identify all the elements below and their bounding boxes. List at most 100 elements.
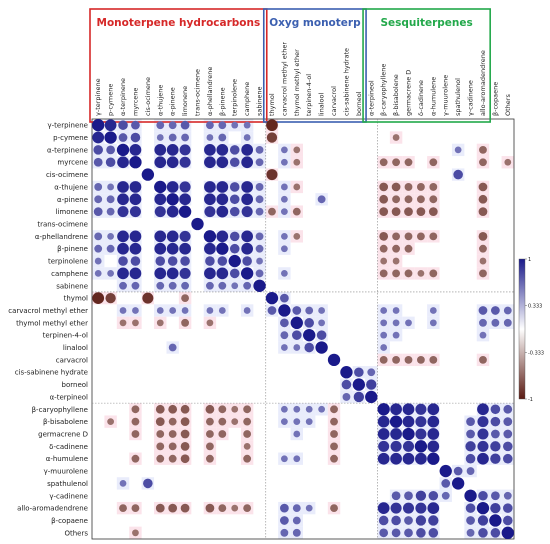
negative-correlation-circle <box>119 319 127 327</box>
positive-correlation-circle <box>129 181 142 193</box>
positive-correlation-circle <box>107 232 115 240</box>
positive-correlation-circle <box>503 429 513 439</box>
row-label: γ-muurolene <box>44 468 88 476</box>
positive-correlation-circle <box>405 319 412 327</box>
positive-correlation-circle <box>316 330 327 340</box>
positive-correlation-circle <box>204 242 216 255</box>
row-label: γ-terpinene <box>48 122 88 130</box>
negative-correlation-circle <box>119 504 127 513</box>
positive-correlation-circle <box>131 281 140 290</box>
positive-correlation-circle <box>280 208 288 216</box>
positive-correlation-circle <box>93 157 103 167</box>
diagonal-circle <box>278 304 291 317</box>
positive-correlation-circle <box>218 121 227 130</box>
negative-correlation-circle <box>268 207 276 216</box>
positive-correlation-circle <box>465 503 476 513</box>
positive-correlation-circle <box>166 156 179 169</box>
positive-correlation-circle <box>292 516 301 525</box>
diagonal-circle <box>427 452 440 465</box>
negative-correlation-circle <box>478 231 488 241</box>
negative-correlation-circle <box>218 504 227 513</box>
positive-correlation-circle <box>156 307 164 314</box>
negative-correlation-circle <box>504 158 512 166</box>
negative-correlation-circle <box>155 404 165 414</box>
positive-correlation-circle <box>204 206 216 218</box>
positive-correlation-circle <box>490 404 501 415</box>
positive-correlation-circle <box>241 193 254 206</box>
positive-correlation-circle <box>119 281 127 290</box>
negative-correlation-circle <box>392 158 400 167</box>
positive-correlation-circle <box>143 478 153 489</box>
negative-correlation-circle <box>379 158 388 167</box>
column-label: spathulenol <box>454 78 462 116</box>
positive-correlation-circle <box>304 318 314 328</box>
positive-correlation-circle <box>427 502 440 514</box>
positive-correlation-circle <box>117 242 129 255</box>
negative-correlation-circle <box>479 269 487 278</box>
positive-correlation-circle <box>229 243 240 254</box>
negative-correlation-circle <box>479 244 487 253</box>
positive-correlation-circle <box>267 306 277 315</box>
row-label: α-thujene <box>54 183 88 191</box>
positive-correlation-circle <box>402 440 415 452</box>
positive-correlation-circle <box>280 418 288 426</box>
column-label: Others <box>504 94 512 116</box>
group-title: Monoterpene hydrocarbons <box>97 17 261 29</box>
negative-correlation-circle <box>391 182 401 192</box>
positive-correlation-circle <box>454 146 462 154</box>
positive-correlation-circle <box>280 516 289 525</box>
positive-correlation-circle <box>402 415 415 428</box>
negative-correlation-circle <box>243 417 252 426</box>
negative-correlation-circle <box>92 292 105 304</box>
positive-correlation-circle <box>378 440 390 452</box>
positive-correlation-circle <box>503 318 512 327</box>
positive-correlation-circle <box>293 418 301 426</box>
row-label: β-copaene <box>51 517 88 525</box>
positive-correlation-circle <box>204 193 216 206</box>
negative-correlation-circle <box>404 355 413 364</box>
positive-correlation-circle <box>169 307 177 314</box>
matrix-frame <box>91 118 515 540</box>
positive-correlation-circle <box>180 256 190 266</box>
negative-correlation-circle <box>131 504 140 513</box>
negative-correlation-circle <box>404 207 413 217</box>
negative-correlation-circle <box>479 257 487 265</box>
diagonal-circle <box>476 501 490 515</box>
positive-correlation-circle <box>378 515 389 526</box>
row-label: β-pinene <box>57 245 88 253</box>
negative-correlation-circle <box>479 355 487 364</box>
negative-correlation-circle <box>243 454 252 463</box>
negative-correlation-circle <box>156 430 165 438</box>
diagonal-circle <box>216 242 229 255</box>
negative-correlation-circle <box>478 194 488 204</box>
column-label: germacrene D <box>405 70 413 116</box>
positive-correlation-circle <box>117 193 129 206</box>
group-title: Oxyg monoterp <box>269 17 361 29</box>
positive-correlation-circle <box>166 181 179 193</box>
column-label: γ-terpinene <box>94 78 102 116</box>
positive-correlation-circle <box>156 134 164 141</box>
row-label: carvacrol methyl ether <box>8 307 88 315</box>
column-label: α-terpineol <box>367 80 375 116</box>
positive-correlation-circle <box>179 156 191 168</box>
positive-correlation-circle <box>429 319 437 327</box>
positive-correlation-circle <box>402 502 415 514</box>
diagonal-circle <box>191 217 204 231</box>
positive-correlation-circle <box>243 307 251 314</box>
positive-correlation-circle <box>255 158 264 167</box>
diagonal-circle <box>303 329 316 342</box>
negative-correlation-circle <box>404 183 413 191</box>
column-label: sabinene <box>256 86 264 116</box>
positive-correlation-circle <box>117 156 129 169</box>
negative-correlation-circle <box>156 442 165 451</box>
positive-correlation-circle <box>280 232 288 240</box>
diagonal-circle <box>92 119 105 132</box>
positive-correlation-circle <box>491 318 500 327</box>
row-label: p-cymene <box>53 134 88 142</box>
column-label: β-pinene <box>218 87 226 116</box>
negative-correlation-circle <box>156 319 164 327</box>
negative-correlation-circle <box>429 355 438 364</box>
positive-correlation-circle <box>478 528 488 538</box>
negative-correlation-circle <box>404 244 413 253</box>
